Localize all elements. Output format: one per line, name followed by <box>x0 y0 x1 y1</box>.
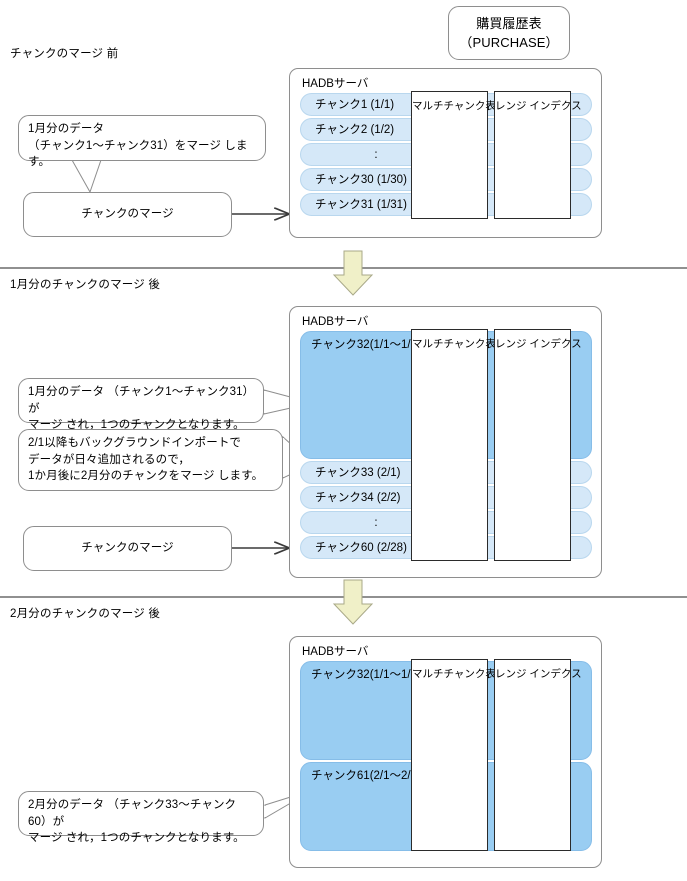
multi-chunk-table-label-1: マルチチャンク表 <box>412 100 496 112</box>
s2-background-import-note: 2/1以降もバックグラウンドインポートで データが日々追加されるので， 1か月後… <box>18 429 283 491</box>
s2-merge-action-label: チャンクのマージ <box>81 542 174 555</box>
s3-february-merged-note: 2月分のデータ （チャンク33〜チャンク60）が マージ され，1つのチャンクと… <box>18 791 264 844</box>
multi-chunk-table-label-2: マルチチャンク表 <box>412 338 496 350</box>
s1-merge-action-label: チャンクのマージ <box>81 208 174 221</box>
purchase-table-callout-line2: （PURCHASE） <box>459 35 559 50</box>
range-index-panel-1: レンジ インデクス <box>494 91 582 219</box>
range-index-label-1: レンジ インデクス <box>495 100 582 112</box>
section-3-heading: 2月分のチャンクのマージ 後 <box>10 608 161 620</box>
purchase-table-callout: 購買履歴表 （PURCHASE） <box>448 6 570 60</box>
section-2-heading: 1月分のチャンクのマージ 後 <box>10 279 161 291</box>
s1-note-line1: 1月分のデータ <box>28 123 105 135</box>
purchase-table-callout-line1: 購買履歴表 <box>476 16 542 31</box>
s2-note2-line1: 2/1以降もバックグラウンドインポートで <box>28 437 242 449</box>
chunk-pill-2-1-line1: チャンク32 <box>311 339 370 351</box>
section-1-heading: チャンクのマージ 前 <box>10 48 119 60</box>
s2-merge-action-box[interactable]: チャンクのマージ <box>23 526 232 571</box>
range-index-label-2: レンジ インデクス <box>495 338 582 350</box>
multi-chunk-table-panel-1: マルチチャンク表 <box>411 91 496 219</box>
multi-chunk-table-panel-3: マルチチャンク表 <box>411 659 496 851</box>
s3-note-line2: マージ され，1つのチャンクとなります。 <box>28 832 245 844</box>
s2-note1-line2: マージ され，1つのチャンクとなります。 <box>28 419 245 431</box>
range-index-label-3: レンジ インデクス <box>495 668 582 680</box>
range-index-panel-2: レンジ インデクス <box>494 329 582 561</box>
s2-note1-tail <box>262 389 314 415</box>
chunk-pill-3-1-line1: チャンク32 <box>311 669 370 681</box>
s1-merge-action-box[interactable]: チャンクのマージ <box>23 192 232 237</box>
s1-january-merge-note: 1月分のデータ （チャンク1〜チャンク31）をマージ します。 <box>18 115 266 168</box>
down-arrow-icon-1 <box>332 250 374 296</box>
multi-chunk-table-panel-2: マルチチャンク表 <box>411 329 496 561</box>
s1-note-line2: （チャンク1〜チャンク31）をマージ します。 <box>28 139 248 169</box>
s2-january-merged-note: 1月分のデータ （チャンク1〜チャンク31）が マージ され，1つのチャンクとな… <box>18 378 264 431</box>
multi-chunk-table-label-3: マルチチャンク表 <box>412 668 496 680</box>
s3-note-line1: 2月分のデータ （チャンク33〜チャンク60）が <box>28 799 237 828</box>
chunk-pill-3-2-line1: チャンク61 <box>311 770 370 782</box>
s2-note2-line2: データが日々追加されるので， <box>28 453 190 466</box>
hadb-server-label-2: HADBサーバ <box>302 316 369 328</box>
s2-note1-line1: 1月分のデータ （チャンク1〜チャンク31）が <box>28 386 249 415</box>
down-arrow-icon-2 <box>332 579 374 625</box>
s2-note2-line3: 1か月後に2月分のチャンクをマージ します。 <box>28 470 264 482</box>
hadb-server-label-1: HADBサーバ <box>302 78 369 90</box>
range-index-panel-3: レンジ インデクス <box>494 659 582 851</box>
hadb-server-label-3: HADBサーバ <box>302 646 369 658</box>
